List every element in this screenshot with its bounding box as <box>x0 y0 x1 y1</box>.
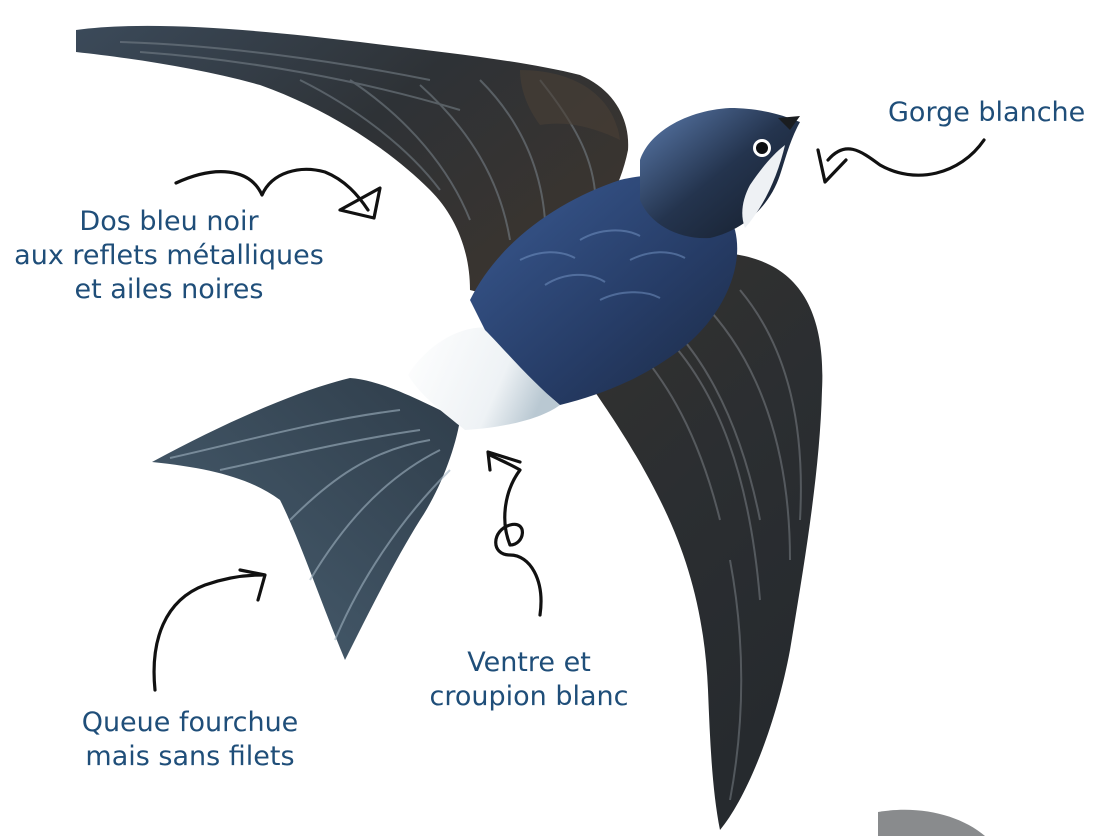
label-tail-line-2: mais sans filets <box>60 740 320 774</box>
arrow-back <box>176 169 368 210</box>
label-belly-line-2: croupion blanc <box>420 680 638 714</box>
arrow-throat <box>828 140 984 175</box>
arrow-tail <box>154 575 262 690</box>
label-back: Dos bleu noir aux reflets métalliques et… <box>10 205 328 307</box>
corner-object <box>878 810 985 836</box>
tail <box>152 378 460 660</box>
label-back-line-1: Dos bleu noir <box>10 205 328 239</box>
label-belly: Ventre et croupion blanc <box>420 646 638 714</box>
label-throat-line: Gorge blanche <box>888 96 1085 130</box>
label-throat: Gorge blanche <box>888 96 1085 130</box>
arrow-back-head <box>340 188 380 218</box>
label-tail-line-1: Queue fourchue <box>60 706 320 740</box>
eye <box>756 142 768 154</box>
label-belly-line-1: Ventre et <box>420 646 638 680</box>
label-back-line-2: aux reflets métalliques <box>10 239 328 273</box>
label-tail: Queue fourchue mais sans filets <box>60 706 320 774</box>
arrow-belly <box>490 455 541 615</box>
label-back-line-3: et ailes noires <box>10 273 328 307</box>
